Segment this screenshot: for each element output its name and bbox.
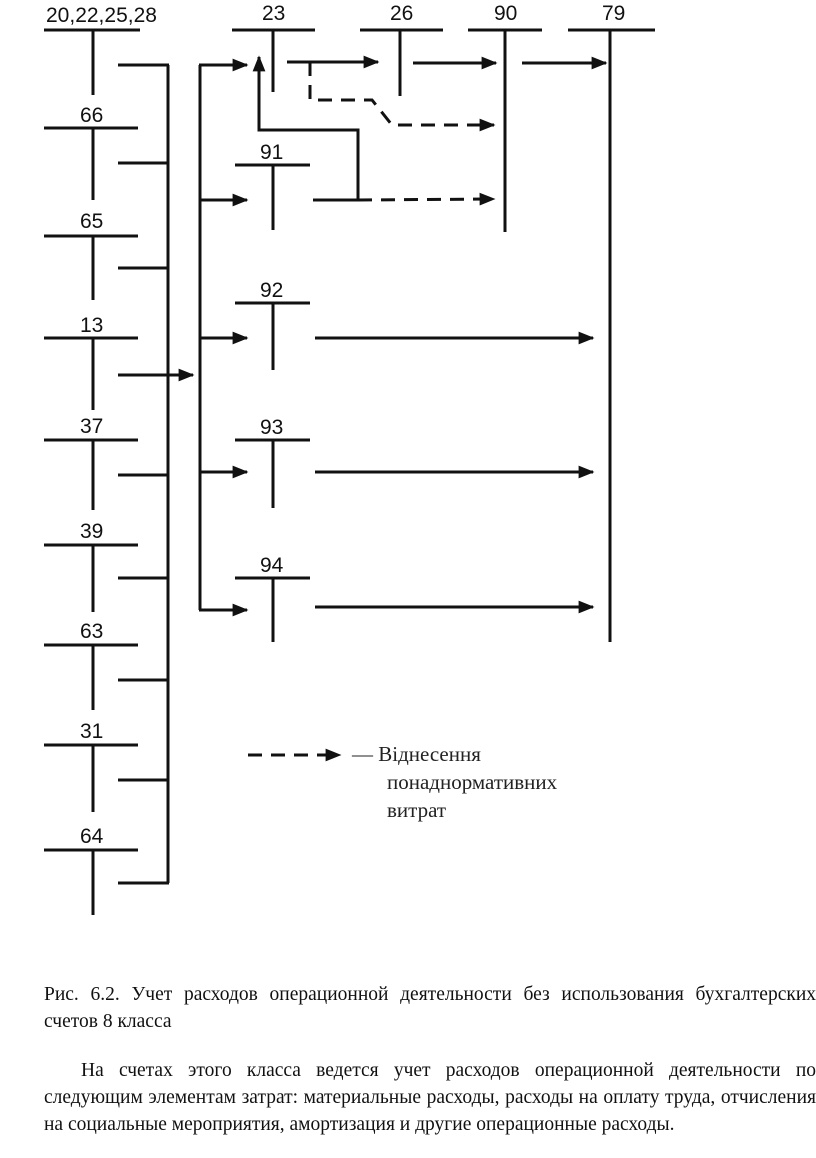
label-65: 65	[80, 210, 103, 233]
t-account-94	[235, 576, 310, 642]
label-39: 39	[80, 520, 103, 543]
figure-caption: Рис. 6.2. Учет расходов операционной дея…	[44, 981, 816, 1035]
label-64: 64	[80, 825, 104, 848]
label-20-22-25-28: 20,22,25,28	[46, 4, 157, 27]
label-92: 92	[260, 279, 283, 302]
legend-line-3: витрат	[387, 798, 446, 822]
arrow-91-to-23	[252, 55, 360, 202]
t-account-63	[44, 643, 138, 710]
label-31: 31	[80, 720, 103, 743]
figure-label: Рис. 6.2.	[44, 984, 120, 1005]
label-13: 13	[80, 314, 103, 337]
legend-line-1: — Віднесення	[351, 742, 481, 766]
figure-title: Учет расходов операционной деятельности …	[44, 984, 816, 1032]
distribution-arrows	[199, 58, 249, 617]
dashed-91-to-90	[357, 192, 496, 206]
t-account-92	[235, 301, 310, 370]
legend-line-2: понаднормативних	[387, 770, 558, 794]
label-66: 66	[80, 104, 103, 127]
body-paragraph: На счетах этого класса ведется учет расх…	[44, 1057, 816, 1138]
t-account-64	[44, 848, 138, 915]
label-79: 79	[602, 2, 625, 25]
dashed-23-to-90	[308, 62, 496, 132]
label-93: 93	[260, 416, 283, 439]
t-account-65	[44, 234, 138, 300]
t-account-26	[360, 28, 443, 96]
t-account-39	[44, 543, 138, 612]
label-90: 90	[494, 2, 517, 25]
label-37: 37	[80, 415, 103, 438]
label-63: 63	[80, 620, 103, 643]
t-account-20-22-25-28	[44, 28, 140, 95]
t-account-37	[44, 438, 138, 510]
label-94: 94	[260, 554, 284, 577]
t-account-66	[44, 126, 138, 200]
label-26: 26	[390, 2, 413, 25]
t-account-31	[44, 743, 138, 812]
t-account-91	[235, 163, 310, 230]
collector-stubs	[118, 63, 169, 885]
t-account-79	[568, 28, 655, 642]
label-23: 23	[262, 2, 285, 25]
paragraph-text: На счетах этого класса ведется учет расх…	[44, 1060, 816, 1135]
t-account-23	[232, 28, 315, 92]
t-account-90	[468, 28, 542, 232]
t-account-93	[235, 438, 310, 508]
t-account-13	[44, 336, 138, 410]
label-91: 91	[260, 141, 283, 164]
cost-flow-diagram: 20,22,25,28 66 65 13 37 39 63 31 64 23 2…	[44, 2, 655, 915]
